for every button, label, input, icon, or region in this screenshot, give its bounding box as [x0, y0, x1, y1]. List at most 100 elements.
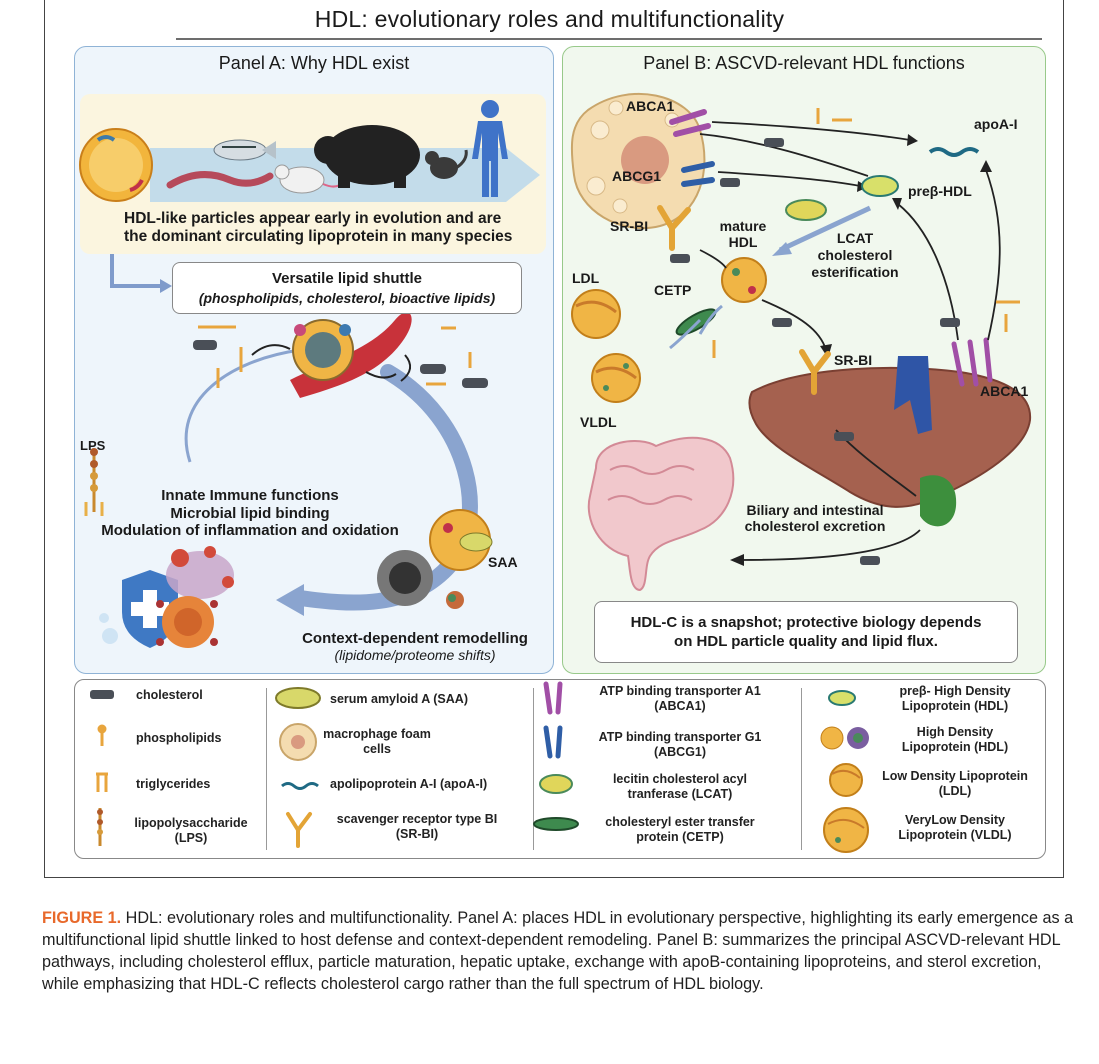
legend-vldl-line-1: VeryLow Density [904, 813, 1006, 827]
panel-a-title: Panel A: Why HDL exist [218, 53, 410, 73]
legend-phospholipids-label: phospholipids [136, 731, 222, 745]
legend-cetp-line-2: protein (CETP) [636, 830, 724, 844]
snapshot-text: HDL-C is a snapshot; protective biology … [595, 613, 1017, 651]
legend-abca1-icon [543, 681, 563, 715]
shuttle-subtitle: (phospholipids, cholesterol, bioactive l… [198, 290, 496, 306]
mature-label-line-2: HDL [728, 234, 758, 250]
legend-prebeta-hdl-label: preβ- High Density Lipoprotein (HDL) [870, 684, 1040, 714]
legend-prebeta-hdl-icon [828, 690, 856, 706]
vldl-particle-icon [591, 353, 641, 403]
pathogen-cluster-icon [156, 546, 234, 648]
legend-hdl-line-2: Lipoprotein (HDL) [901, 740, 1009, 754]
srbi-receptor-liver-icon [799, 349, 831, 395]
legend-vldl-label: VeryLow Density Lipoprotein (VLDL) [870, 813, 1040, 843]
legend-phospholipid-icon [97, 724, 107, 746]
legend-lcat-line-2: tranferase (LCAT) [627, 787, 733, 801]
legend-triglycerides-label: triglycerides [136, 777, 211, 791]
panel-b-title: Panel B: ASCVD-relevant HDL functions [643, 53, 965, 73]
hdl-c-snapshot-box: HDL-C is a snapshot; protective biology … [594, 601, 1018, 663]
legend-abcg1-label: ATP binding transporter G1 (ABCG1) [580, 730, 780, 760]
remodel-cycle-arc [184, 348, 301, 463]
legend-lcat-icon [539, 774, 573, 794]
biliary-excretion-label: Biliary and intestinal cholesterol excre… [720, 502, 910, 534]
remodel-subtitle: (lipidome/proteome shifts) [334, 647, 496, 663]
legend-abca1-label: ATP binding transporter A1 (ABCA1) [580, 684, 780, 714]
legend-ldl-icon [829, 763, 863, 797]
lps-icon [84, 448, 104, 516]
srbi-liver-label: SR-BI [834, 352, 873, 368]
phospholipid-molecules [198, 325, 472, 388]
hdl-cluster-icon [292, 319, 354, 381]
legend-cetp-label: cholesteryl ester transfer protein (CETP… [580, 815, 780, 845]
mature-hdl-label: mature HDL [708, 218, 778, 250]
remodel-title: Context-dependent remodelling [302, 630, 528, 647]
lcat-label-line-1: LCAT [836, 230, 874, 246]
immune-line-2: Microbial lipid binding [170, 504, 330, 522]
legend-foam-line-2: cells [363, 742, 391, 756]
lcat-esterification-arrow [778, 205, 872, 253]
lps-label: LPS [80, 438, 106, 453]
human-icon [472, 100, 508, 197]
legend-hdl-icon [820, 726, 869, 750]
banner-text-line-1: HDL-like particles appear early in evolu… [124, 210, 502, 227]
efflux-arrow-1 [711, 121, 911, 141]
abcg1-transporter-icon [681, 161, 715, 187]
legend-lps-label: lipopolysaccharide (LPS) [126, 816, 256, 846]
immune-functions-text: Innate Immune functions Microbial lipid … [80, 487, 420, 540]
legend-ldl-label: Low Density Lipoprotein (LDL) [870, 769, 1040, 799]
abca1-top-label: ABCA1 [626, 98, 675, 114]
banner-to-shuttle-arrow [110, 254, 160, 288]
shuttle-title: Versatile lipid shuttle [271, 270, 423, 287]
legend-vldl-line-2: Lipoprotein (VLDL) [898, 828, 1012, 842]
legend-abcg1-icon [543, 725, 563, 759]
snapshot-line-2: on HDL particle quality and lipid flux. [674, 633, 938, 650]
panel-b-phospholipid-molecules [712, 108, 1020, 358]
legend-vldl-icon [823, 807, 869, 853]
figure-title: HDL: evolutionary roles and multifunctio… [314, 6, 785, 32]
biliary-line-2: cholesterol excretion [744, 518, 886, 534]
efflux-arrow-2 [717, 171, 861, 187]
legend-divider-2 [533, 688, 534, 850]
panel-b-cholesterol-molecules [670, 138, 960, 565]
legend-divider-3 [801, 688, 802, 850]
banner-text-line-2: the dominant circulating lipoprotein in … [124, 228, 513, 245]
saa-label: SAA [488, 554, 518, 570]
legend-abcg1-line-2: (ABCG1) [653, 745, 707, 759]
apoa1-label: apoA-I [974, 116, 1018, 132]
legend-prebeta-line-1: preβ- High Density [899, 684, 1011, 698]
legend-hdl-line-1: High Density [916, 725, 994, 739]
legend-foam-cell-icon [279, 723, 317, 761]
intestine-icon [587, 436, 735, 592]
caption-label: FIGURE 1. [42, 909, 122, 927]
remodelled-hdl-particle-icon [377, 550, 464, 609]
vldl-label: VLDL [580, 414, 617, 430]
legend-triglyceride-icon [96, 772, 108, 792]
legend-cholesterol-label: cholesterol [136, 688, 203, 702]
prebeta-hdl-icon [861, 175, 899, 197]
legend-cetp-icon [533, 817, 579, 831]
bear-icon [314, 125, 420, 188]
legend-foam-line-1: macrophage foam [323, 727, 431, 741]
banner-text: HDL-like particles appear early in evolu… [124, 210, 512, 246]
snapshot-line-1: HDL-C is a snapshot; protective biology … [630, 614, 982, 631]
legend-abcg1-line-1: ATP binding transporter G1 [598, 730, 762, 744]
mature-label-line-1: mature [719, 218, 767, 234]
immune-line-1: Innate Immune functions [161, 487, 339, 504]
lcat-label-line-3: esterification [811, 264, 899, 280]
legend-abca1-line-2: (ABCA1) [654, 699, 706, 713]
fish-icon [213, 139, 276, 161]
hdl-particle-icon [79, 128, 153, 202]
biliary-line-1: Biliary and intestinal [746, 502, 884, 518]
abca1-liver-label: ABCA1 [980, 383, 1029, 399]
lcat-particle-icon [785, 199, 827, 221]
abca1-transporter-icon [669, 109, 711, 137]
legend-hdl-label: High Density Lipoprotein (HDL) [870, 725, 1040, 755]
title-rule [176, 38, 1042, 40]
legend-apoa1-icon [281, 782, 319, 790]
legend-srbi-icon [286, 812, 312, 848]
excretion-arrow [739, 529, 921, 561]
legend-saa-icon [275, 687, 321, 709]
legend-abca1-line-1: ATP binding transporter A1 [599, 684, 761, 698]
liver-to-apoa1-arrow [985, 169, 1001, 341]
